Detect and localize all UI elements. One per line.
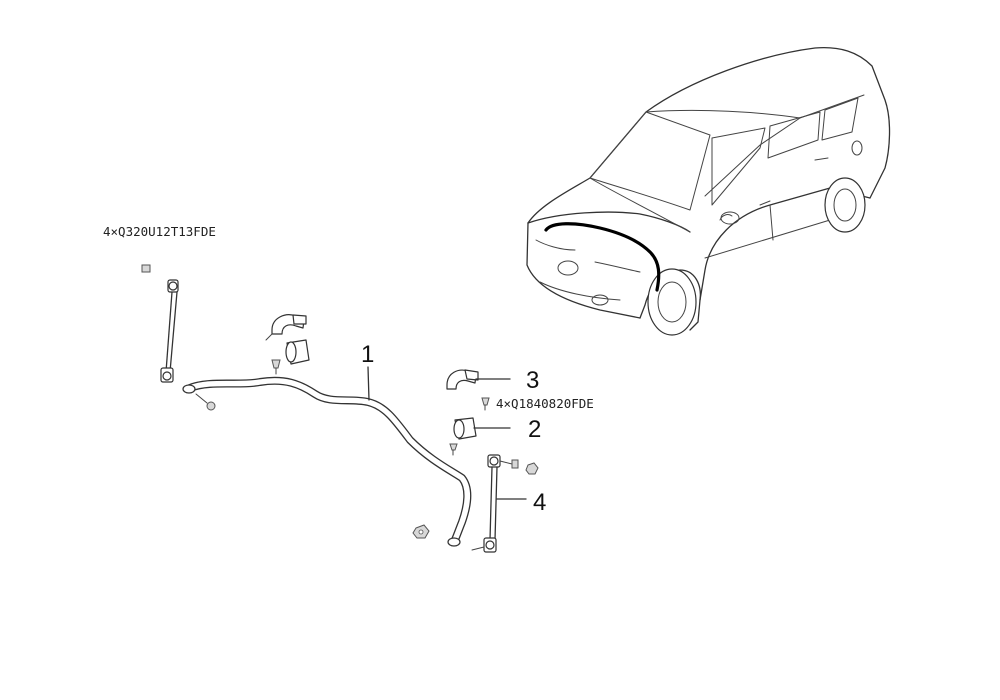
left-end-nut [195,393,216,411]
callout-part-4: 4 [533,489,546,516]
link-nut-spec-label: 4×Q320U12T13FDE [103,224,216,239]
leader-lines [473,378,527,500]
right-link-upper-nut [525,462,539,475]
left-bracket-bolt [271,359,281,375]
bracket-bolt [481,397,490,411]
right-end-nut [412,524,430,539]
callout-part-2: 2 [528,416,541,443]
left-bushing-bracket [265,314,307,341]
right-stabilizer-link [471,454,519,553]
lower-bolt [449,443,458,456]
bracket-part-3 [446,369,479,390]
left-stabilizer-link [141,264,179,383]
stabilizer-bar-location-highlight [544,222,661,292]
callout-part-3: 3 [526,367,539,394]
left-bushing [285,339,310,365]
callout-part-1: 1 [361,341,374,368]
bushing-part-2 [453,417,477,440]
vehicle-illustration [526,46,891,336]
stabilizer-bar [182,366,472,547]
bracket-bolt-spec-label: 4×Q1840820FDE [496,396,594,411]
